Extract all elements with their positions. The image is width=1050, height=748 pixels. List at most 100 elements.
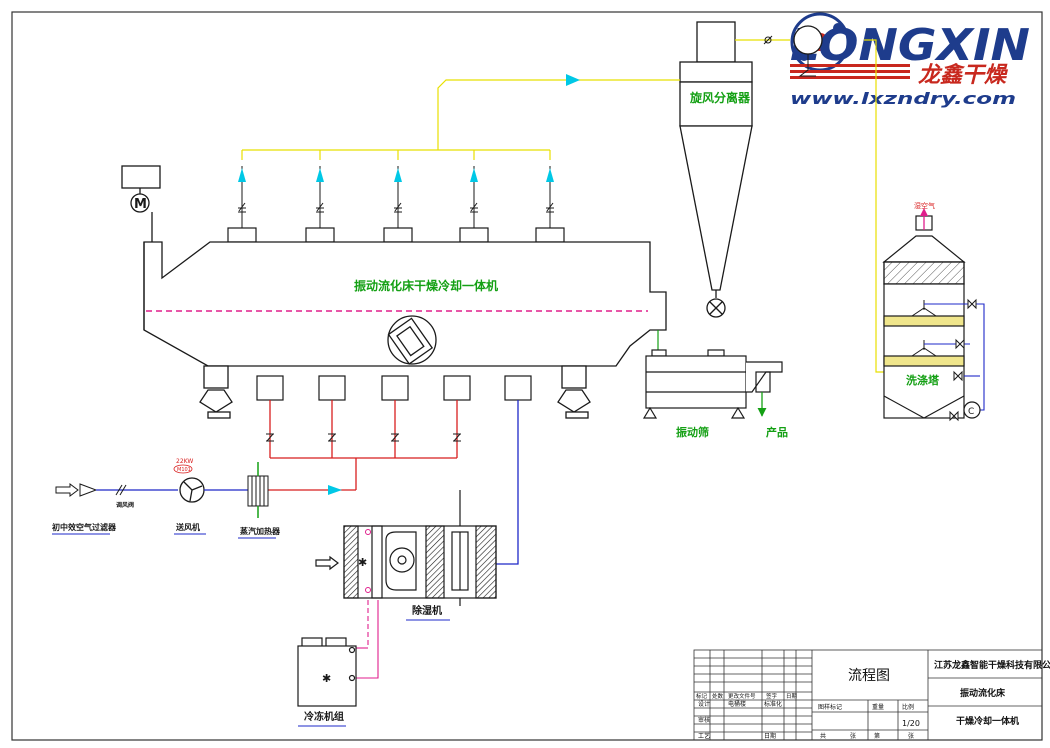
title-col-header: 处数	[712, 692, 724, 700]
outlet-hood	[227, 227, 257, 243]
damper-blade	[453, 433, 461, 442]
title-date-label: 日期	[764, 732, 776, 740]
hot-air-header	[268, 400, 458, 491]
dryer-outlet-3	[383, 166, 413, 243]
refrigerant-lines	[356, 600, 379, 679]
coil-port	[365, 587, 371, 593]
air-filter	[79, 483, 98, 497]
cold-air-line	[496, 400, 519, 565]
cyclone-exhaust-line	[735, 25, 888, 373]
pump-letter: C	[968, 407, 974, 417]
outlet-damper-blade	[394, 202, 402, 212]
screen-label: 振动筛	[676, 425, 709, 439]
dryer-inlet-box-5	[504, 375, 532, 401]
drawing-frame	[11, 11, 1043, 741]
dryer-inlet-box-1	[256, 375, 284, 401]
chiller-fan-icon: ✱	[322, 672, 331, 685]
vibration-motor	[387, 315, 437, 365]
outlet-flow-arrow	[546, 168, 554, 182]
supply-fan	[179, 477, 205, 503]
title-row-label: 设计	[698, 700, 710, 708]
heater-label: 蒸汽加热器	[240, 526, 281, 536]
dryer-outlet-4	[459, 166, 489, 243]
title-block-column-headers: 标记处数更改文件号签字日期	[696, 692, 798, 700]
title-sheet-label: 共	[820, 732, 826, 740]
title-row-label: 工艺	[698, 732, 710, 740]
cyclone-label: 旋风分离器	[689, 90, 751, 105]
title-stage-mark: 图样标记	[818, 703, 842, 711]
coil-port	[365, 529, 371, 535]
title-sheet-label: 张	[908, 732, 914, 740]
chiller-label: 冷冻机组	[304, 710, 344, 723]
dehumidifier-unit	[315, 490, 497, 606]
dryer-outlets	[227, 166, 565, 243]
dryer-inlet-box-2	[318, 375, 346, 401]
dryer-inlets	[256, 375, 532, 401]
fan-spec: 22KW	[176, 458, 193, 465]
outlet-flow-arrow	[316, 168, 324, 182]
fan-label: 送风机	[175, 522, 200, 532]
title-drawing-name: 流程图	[848, 668, 890, 684]
hot-air-damper-4	[453, 433, 461, 442]
circulation-pump	[963, 401, 981, 419]
damper-blade	[391, 433, 399, 442]
damper-blade	[266, 433, 274, 442]
outlet-hood	[305, 227, 335, 243]
scrubber-spray-nozzles	[911, 300, 937, 357]
title-sheet-label: 张	[850, 732, 856, 740]
logo-url-text: www.lxzndry.com	[790, 89, 1016, 108]
induced-draft-fan	[793, 25, 823, 55]
vibrating-screen	[642, 330, 783, 419]
fan-tag: M101	[177, 467, 191, 473]
manifold-flow-arrow	[566, 74, 580, 86]
cyclone-separator	[679, 21, 753, 318]
dryer-inlet-box-4	[443, 375, 471, 401]
dryer-outlet-2	[305, 166, 335, 243]
outlet-damper-blade	[238, 202, 246, 212]
title-row-label: 审核	[698, 716, 710, 724]
air-intake-train: 调风阀 22KW M101	[55, 458, 269, 518]
outlet-hood	[535, 227, 565, 243]
dryer-label: 振动流化床干燥冷却一体机	[354, 278, 498, 293]
title-scale: 1/20	[902, 719, 920, 728]
title-product: 干燥冷却一体机	[956, 715, 1019, 727]
air-outlet-manifold	[241, 79, 680, 160]
scrubber-tower	[882, 215, 966, 419]
exhaust-label: 湿空气	[914, 201, 935, 210]
title-company: 江苏龙鑫智能干燥科技有限公司	[934, 659, 1050, 671]
hot-air-flow-arrow	[328, 485, 342, 495]
hot-air-damper-2	[328, 433, 336, 442]
logo-cn-text: 龙鑫干燥	[918, 62, 1009, 88]
valve-note: 调风阀	[116, 501, 134, 509]
outlet-hood	[459, 227, 489, 243]
scrubber-label: 洗涤塔	[906, 373, 940, 387]
title-stage-scale: 比例	[902, 703, 914, 711]
filter-label: 初中效空气过滤器	[52, 522, 117, 532]
outlet-damper-blade	[470, 202, 478, 212]
hot-air-dampers	[266, 433, 461, 442]
title-stage-weight: 重量	[872, 703, 884, 711]
steam-heater	[247, 475, 269, 507]
chiller-unit	[297, 637, 357, 707]
damper-blade	[328, 433, 336, 442]
dryer-support-legs	[199, 365, 591, 419]
outlet-damper-blade	[546, 202, 554, 212]
dehumidifier-label: 除湿机	[412, 604, 442, 617]
dryer-outlet-5	[535, 166, 565, 243]
outlet-flow-arrow	[238, 168, 246, 182]
motor-label: M	[134, 197, 147, 212]
title-col-header: 签字	[766, 692, 778, 700]
scrubber-valves	[949, 298, 977, 422]
title-sheet-label: 第	[874, 732, 880, 740]
outlet-damper-blade	[316, 202, 324, 212]
title-col-header: 标记	[696, 692, 708, 700]
title-standard: 标准化	[764, 700, 782, 708]
title-col-header: 更改文件号	[728, 692, 756, 700]
vibrating-fluid-bed-dryer	[121, 165, 667, 367]
fan-blade-icon: ✱	[358, 556, 367, 569]
hot-air-damper-1	[266, 433, 274, 442]
brand-logo: LONGXIN 龙鑫干燥 www.lxzndry.com	[790, 12, 1030, 108]
dryer-outlet-1	[227, 166, 257, 243]
